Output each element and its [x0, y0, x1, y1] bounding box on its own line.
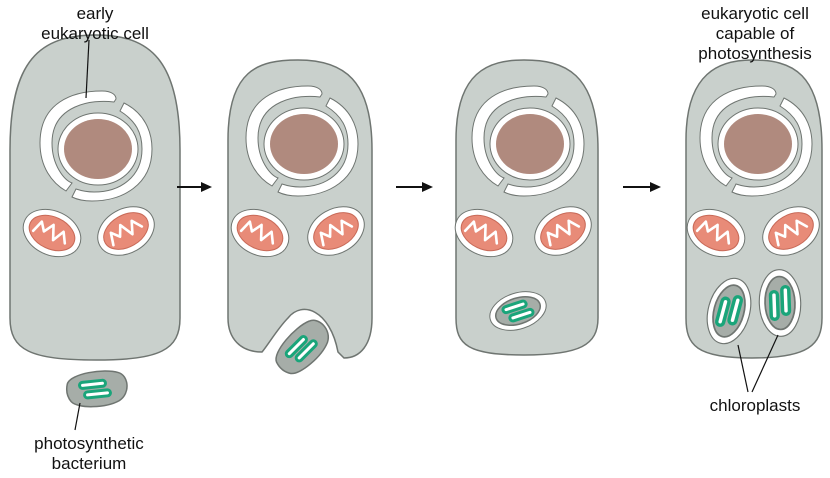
pointer-bacterium — [75, 403, 80, 430]
cell-engulfing — [224, 60, 373, 381]
label-early: early — [50, 4, 140, 24]
label-photosynthesis: photosynthesis — [682, 44, 828, 64]
cell-photosynthetic-eukaryote — [680, 60, 828, 358]
label-early-eukaryotic-cell: eukaryotic cell — [20, 24, 170, 44]
cell-early-eukaryotic — [10, 35, 180, 360]
label-final-eukaryotic-cell: eukaryotic cell — [682, 4, 828, 24]
label-chloroplasts: chloroplasts — [682, 396, 828, 416]
label-photosynthetic: photosynthetic — [14, 434, 164, 454]
photosynthetic-bacterium — [65, 368, 129, 409]
label-bacterium: bacterium — [14, 454, 164, 474]
arrow-stage-3-to-4 — [623, 182, 661, 192]
cell-engulfed — [448, 60, 600, 355]
arrow-stage-2-to-3 — [396, 182, 433, 192]
arrow-stage-1-to-2 — [177, 182, 212, 192]
label-capable-of: capable of — [682, 24, 828, 44]
